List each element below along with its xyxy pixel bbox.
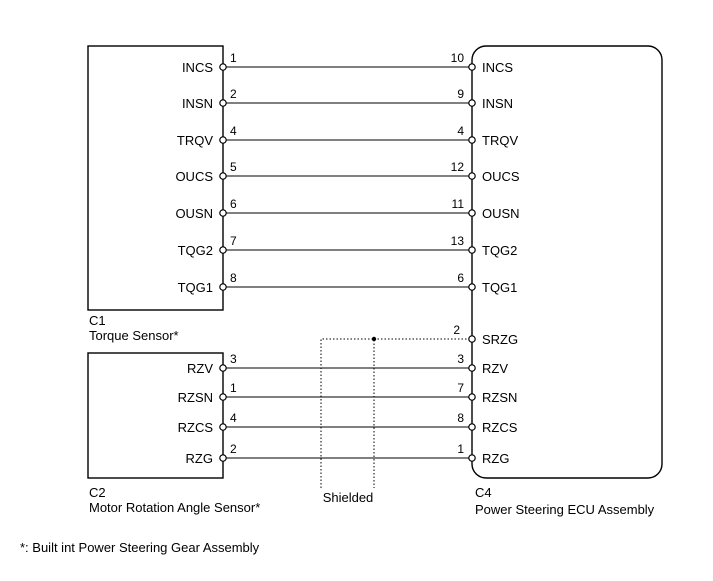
left-pin-number: 6 xyxy=(230,197,237,211)
left-pin xyxy=(219,209,227,217)
left-pin-number: 2 xyxy=(230,87,237,101)
left-pin-label: TQG2 xyxy=(178,243,213,258)
shield-junction-dot xyxy=(371,336,377,342)
c2-code: C2 xyxy=(89,485,106,500)
left-pin-number: 1 xyxy=(230,381,237,395)
right-pin-number: 4 xyxy=(457,124,464,138)
left-pin xyxy=(219,364,227,372)
left-pin xyxy=(219,99,227,107)
right-pin xyxy=(468,246,476,254)
right-pin xyxy=(468,172,476,180)
right-pin-label: TQG1 xyxy=(482,280,517,295)
right-pin xyxy=(468,136,476,144)
left-pin-label: RZCS xyxy=(178,420,214,435)
left-pin-label: INCS xyxy=(182,60,213,75)
motor-rotation-angle-sensor-box xyxy=(87,352,224,479)
right-pin-number: 7 xyxy=(457,381,464,395)
right-pin xyxy=(468,423,476,431)
right-pin xyxy=(468,364,476,372)
right-pin-number: 12 xyxy=(451,160,465,174)
right-pin-number: 10 xyxy=(451,51,465,65)
srzg-pin xyxy=(468,335,476,343)
left-pin-label: TRQV xyxy=(177,133,213,148)
right-pin xyxy=(468,99,476,107)
c4-name: Power Steering ECU Assembly xyxy=(475,502,655,517)
left-pin-number: 1 xyxy=(230,51,237,65)
left-pin-label: OUCS xyxy=(175,169,213,184)
right-pin-number: 13 xyxy=(451,234,465,248)
left-pin-label: INSN xyxy=(182,96,213,111)
left-pin-number: 7 xyxy=(230,234,237,248)
left-pin-number: 3 xyxy=(230,352,237,366)
left-pin xyxy=(219,423,227,431)
right-pin-number: 8 xyxy=(457,411,464,425)
left-pin-label: RZV xyxy=(187,361,213,376)
right-pin xyxy=(468,393,476,401)
right-pin-number: 1 xyxy=(457,442,464,456)
left-pin xyxy=(219,246,227,254)
left-pin-label: RZG xyxy=(186,451,213,466)
left-pin-number: 8 xyxy=(230,271,237,285)
right-pin-label: INSN xyxy=(482,96,513,111)
left-pin xyxy=(219,283,227,291)
footnote: *: Built int Power Steering Gear Assembl… xyxy=(20,540,260,555)
right-pin xyxy=(468,63,476,71)
right-pin-number: 11 xyxy=(452,197,465,211)
right-pin-label: OUCS xyxy=(482,169,520,184)
c1-name: Torque Sensor* xyxy=(89,328,179,343)
srzg-label: SRZG xyxy=(482,332,518,347)
right-pin-label: OUSN xyxy=(482,206,520,221)
left-pin-number: 4 xyxy=(230,411,237,425)
shield-label: Shielded xyxy=(323,490,374,505)
right-pin-label: TQG2 xyxy=(482,243,517,258)
ecu-assembly-box xyxy=(471,45,663,479)
left-pin-number: 5 xyxy=(230,160,237,174)
right-pin xyxy=(468,454,476,462)
left-pin-label: OUSN xyxy=(175,206,213,221)
shield xyxy=(320,336,472,488)
right-pin-number: 3 xyxy=(457,352,464,366)
right-pin-label: RZCS xyxy=(482,420,518,435)
srzg-terminal: 2 SRZG xyxy=(453,323,518,347)
left-pin xyxy=(219,454,227,462)
c1-code: C1 xyxy=(89,313,106,328)
right-pin-label: RZG xyxy=(482,451,509,466)
c4-code: C4 xyxy=(475,485,492,500)
right-pin xyxy=(468,209,476,217)
left-pin-number: 4 xyxy=(230,124,237,138)
left-pin-number: 2 xyxy=(230,442,237,456)
right-pin-number: 6 xyxy=(457,271,464,285)
left-pin-label: TQG1 xyxy=(178,280,213,295)
right-pin-number: 9 xyxy=(457,87,464,101)
right-pin xyxy=(468,283,476,291)
right-pin-label: INCS xyxy=(482,60,513,75)
left-pin xyxy=(219,63,227,71)
left-pin xyxy=(219,172,227,180)
left-pin xyxy=(219,136,227,144)
left-pin xyxy=(219,393,227,401)
srzg-pin-number: 2 xyxy=(453,323,460,337)
left-pin-label: RZSN xyxy=(178,390,213,405)
c2-name: Motor Rotation Angle Sensor* xyxy=(89,500,260,515)
right-pin-label: RZSN xyxy=(482,390,517,405)
right-pin-label: RZV xyxy=(482,361,508,376)
right-pin-label: TRQV xyxy=(482,133,518,148)
